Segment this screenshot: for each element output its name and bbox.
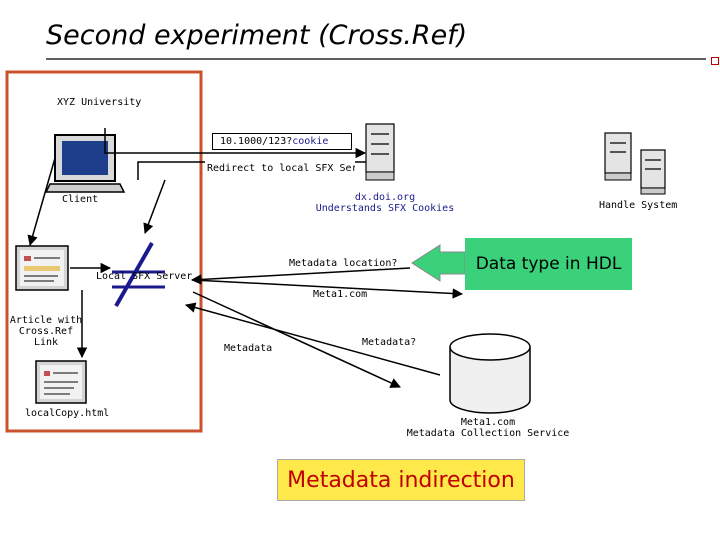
localcopy-document-icon: [35, 360, 87, 404]
client-to-sfx-arrow: [143, 179, 166, 234]
computer-icon: [44, 134, 126, 193]
metadata-query-arrow: [192, 291, 401, 388]
metadata-query-label: Metadata?: [362, 337, 417, 348]
metadata-service-label: Meta1.com Metadata Collection Service: [400, 417, 576, 439]
article-line-2: Cross.Ref: [18, 326, 74, 337]
cookie-text: cookie: [292, 136, 329, 147]
doi-server-label: dx.doi.org Understands SFX Cookies: [310, 192, 460, 214]
article-line-1: Article with: [9, 315, 83, 326]
meta1-arrow: [192, 279, 464, 299]
university-label: XYZ University: [57, 97, 142, 108]
page-title: Second experiment (Cross.Ref): [46, 20, 468, 51]
server-icon: [365, 123, 395, 181]
metadata-label: Metadata: [224, 343, 273, 354]
metadata-return-arrow: [184, 302, 441, 376]
article-line-3: Link: [33, 337, 59, 348]
metadata-location-arrow: [190, 267, 411, 285]
client-to-doi-line: [104, 128, 367, 159]
doi-url-box: 10.1000/123?cookie: [212, 133, 352, 150]
handle-system-label: Handle System: [599, 200, 678, 211]
client-label: Client: [62, 194, 99, 205]
meta1-arrow-label: Meta1.com: [313, 289, 368, 300]
corner-marker-square: [711, 57, 719, 65]
hdl-data-type-box: Data type in HDL: [465, 238, 632, 290]
title-underline: [46, 58, 706, 60]
article-label: Article with Cross.Ref Link: [8, 315, 84, 348]
metadata-service-desc: Metadata Collection Service: [406, 428, 570, 439]
database-icon: [449, 333, 531, 414]
local-copy-label: localCopy.html: [25, 408, 110, 419]
doi-text: 10.1000/123?: [220, 136, 293, 147]
client-to-article-arrow: [27, 157, 56, 247]
local-sfx-label: Local SFX Server: [96, 271, 193, 282]
metadata-service-name: Meta1.com: [460, 417, 516, 428]
article-document-icon: [15, 245, 69, 291]
redirect-label: Redirect to local SFX Serve: [205, 160, 355, 177]
handle-system-icon: [604, 132, 666, 195]
metadata-indirection-box: Metadata indirection: [277, 459, 525, 501]
metadata-location-label: Metadata location?: [289, 258, 398, 269]
green-arrow-shape: [411, 244, 466, 282]
doi-server-name: dx.doi.org: [354, 192, 416, 203]
doi-server-desc: Understands SFX Cookies: [315, 203, 455, 214]
sfx-server-icon: [112, 242, 165, 307]
university-border: [5, 70, 203, 433]
